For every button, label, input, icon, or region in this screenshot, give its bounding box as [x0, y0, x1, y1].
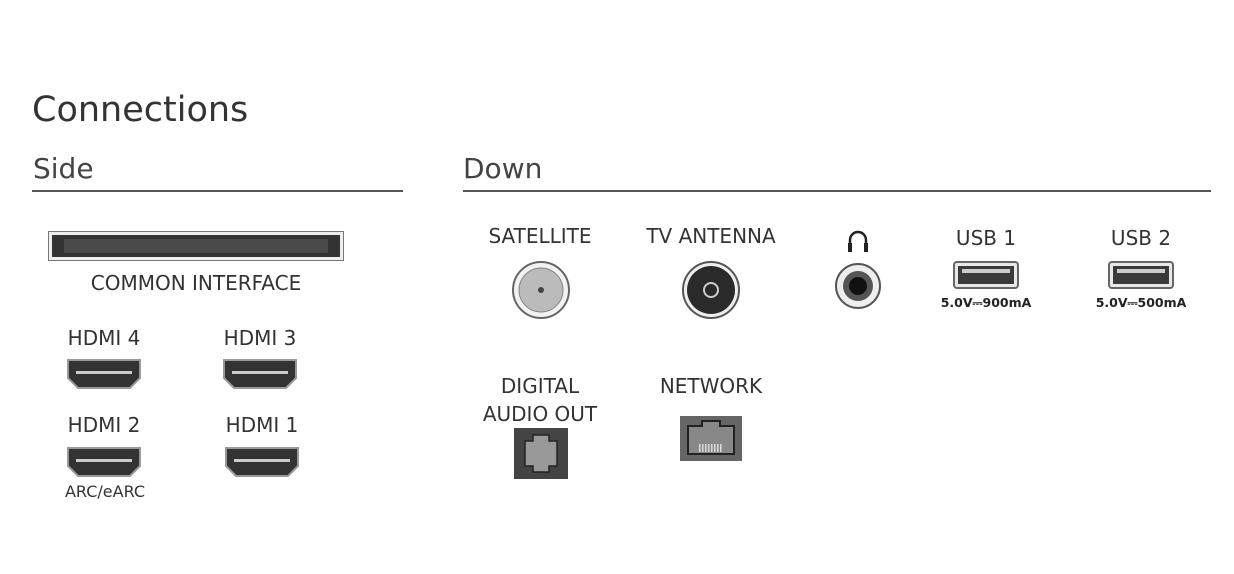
usb2-spec: 5.0V⎓500mA [1095, 295, 1187, 310]
hdmi4-port-icon [67, 359, 141, 389]
usb1-port-icon [953, 261, 1019, 289]
hdmi1-label: HDMI 1 [225, 413, 299, 437]
side-divider [32, 190, 403, 192]
down-heading: Down [463, 152, 543, 185]
hdmi1-port-icon [225, 447, 299, 477]
common-interface-label: COMMON INTERFACE [90, 271, 302, 295]
network-label: NETWORK [659, 374, 763, 398]
side-heading: Side [33, 152, 94, 185]
usb2-port-icon [1108, 261, 1174, 289]
ethernet-port-icon [680, 416, 742, 461]
headphone-jack-icon [835, 263, 881, 309]
common-interface-slot-icon [48, 231, 344, 261]
satellite-port-icon [512, 261, 570, 319]
usb1-label: USB 1 [955, 226, 1017, 250]
hdmi2-port-icon [67, 447, 141, 477]
page-title: Connections [32, 90, 249, 130]
optical-audio-port-icon [514, 428, 568, 479]
tv-antenna-port-icon [682, 261, 740, 319]
digital-audio-label-line1: DIGITAL [500, 374, 580, 398]
digital-audio-label-line2: AUDIO OUT [482, 402, 598, 426]
down-divider [463, 190, 1211, 192]
hdmi3-label: HDMI 3 [223, 326, 297, 350]
hdmi4-label: HDMI 4 [67, 326, 141, 350]
headphone-icon [848, 230, 868, 252]
usb1-spec: 5.0V⎓900mA [940, 295, 1032, 310]
tv-antenna-label: TV ANTENNA [646, 224, 776, 248]
hdmi3-port-icon [223, 359, 297, 389]
hdmi2-arc-label: ARC/eARC [64, 482, 146, 501]
hdmi2-label: HDMI 2 [67, 413, 141, 437]
satellite-label: SATELLITE [488, 224, 592, 248]
usb2-label: USB 2 [1110, 226, 1172, 250]
